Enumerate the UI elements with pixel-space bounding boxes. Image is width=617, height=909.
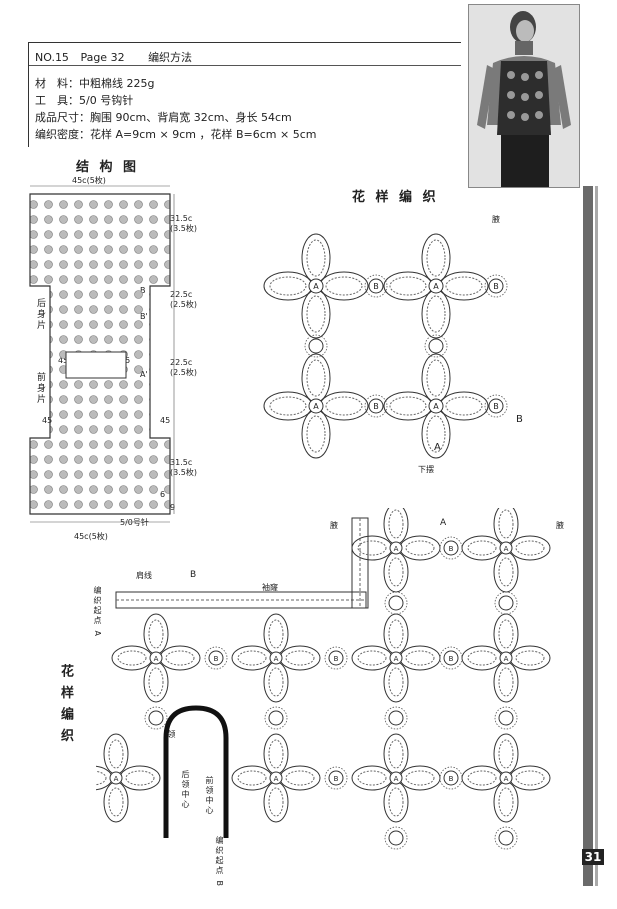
header-divider xyxy=(29,65,461,66)
hook-label: 5/0号针 xyxy=(120,518,149,527)
svg-text:A: A xyxy=(504,545,509,553)
svg-text:B: B xyxy=(449,655,454,663)
svg-text:A: A xyxy=(313,402,319,411)
svg-text:B: B xyxy=(373,402,379,411)
label-neck: 领 xyxy=(167,730,176,740)
page-edge-bar-light xyxy=(595,186,598,886)
svg-text:A: A xyxy=(154,655,159,663)
svg-text:A: A xyxy=(274,775,279,783)
svg-text:A: A xyxy=(433,282,439,291)
top-width-label: 45c(5枚) xyxy=(72,176,106,185)
corner-mark-3: 45 xyxy=(42,416,53,425)
svg-text:B: B xyxy=(214,655,219,663)
label-armpit-2: 腋 xyxy=(556,521,564,530)
spec-tool: 工 具：5/0 号钩针 xyxy=(35,94,134,107)
label-start-a: 编织起点 A xyxy=(93,586,102,639)
height-label-1: 31.5c (3.5枚) xyxy=(170,214,197,233)
method-title: 编织方法 xyxy=(148,51,193,64)
pattern-top-diagram: A A A A B B B B xyxy=(263,233,508,459)
svg-text:B: B xyxy=(334,775,339,783)
bottom-width-label: 45c(5枚) xyxy=(74,532,108,541)
svg-text:A: A xyxy=(504,655,509,663)
svg-text:B: B xyxy=(449,775,454,783)
pattern-bottom-mark-a: A xyxy=(440,518,447,528)
model-photo xyxy=(468,4,580,188)
svg-text:A: A xyxy=(394,775,399,783)
page-edge-bar xyxy=(583,186,593,886)
pattern-top-mark-a: A xyxy=(434,442,441,453)
pattern-bottom-title: 花 样 编 织 xyxy=(58,664,73,744)
bottom-mark-9: 9 xyxy=(170,503,176,512)
structure-title: 结 构 图 xyxy=(76,160,140,175)
label-armhole: 袖窿 xyxy=(262,583,278,592)
label-shoulder: 肩线 xyxy=(136,571,152,580)
pattern-top-side-label: 腋 xyxy=(492,215,500,224)
pattern-top-bottom-label: 下摆 xyxy=(418,465,434,474)
corner-mark-4: 45 xyxy=(160,416,171,425)
pattern-top-mark-b: B xyxy=(516,414,523,425)
page-number: 31 xyxy=(582,849,604,865)
spec-gauge: 编织密度：花样 A=9cm × 9cm ，花样 B=6cm × 5cm xyxy=(35,128,317,141)
label-start-b: 编织起点 B xyxy=(215,836,224,889)
header-box: NO.15 Page 32 编织方法 材 料：中粗棉线 225g 工 具：5/0… xyxy=(28,42,461,147)
page-reference: Page 32 xyxy=(80,51,125,64)
label-back-neck-center: 后领中心 xyxy=(181,770,190,810)
pattern-bottom-diagram: A A A A A A A A A A B B B B B B xyxy=(96,508,551,850)
pattern-number: NO.15 xyxy=(35,51,69,64)
label-front-neck-center: 前领中心 xyxy=(205,776,214,816)
header-top-line: NO.15 Page 32 编织方法 xyxy=(35,49,200,65)
svg-text:B: B xyxy=(493,282,499,291)
svg-text:A: A xyxy=(114,775,119,783)
label-armpit-1: 腋 xyxy=(330,521,338,530)
svg-text:B: B xyxy=(493,402,499,411)
svg-text:A: A xyxy=(504,775,509,783)
height-label-3: 22.5c (2.5枚) xyxy=(170,358,197,377)
svg-text:A: A xyxy=(394,545,399,553)
back-piece-label: 后身片 xyxy=(35,298,45,331)
spec-material: 材 料：中粗棉线 225g xyxy=(35,77,155,90)
svg-text:A: A xyxy=(313,282,319,291)
front-piece-label: 前身片 xyxy=(35,372,45,405)
pattern-top-title: 花 样 编 织 xyxy=(352,190,439,205)
height-label-2: 22.5c (2.5枚) xyxy=(170,290,197,309)
svg-text:A: A xyxy=(394,655,399,663)
spec-size: 成品尺寸：胸围 90cm、背肩宽 32cm、身长 54cm xyxy=(35,111,292,124)
height-label-4: 31.5c (3.5枚) xyxy=(170,458,197,477)
svg-text:A: A xyxy=(433,402,439,411)
pattern-bottom-mark-b: B xyxy=(190,570,197,580)
structure-diagram xyxy=(29,185,175,523)
svg-text:B: B xyxy=(373,282,379,291)
svg-text:B: B xyxy=(449,545,454,553)
svg-text:A: A xyxy=(274,655,279,663)
svg-text:B: B xyxy=(334,655,339,663)
